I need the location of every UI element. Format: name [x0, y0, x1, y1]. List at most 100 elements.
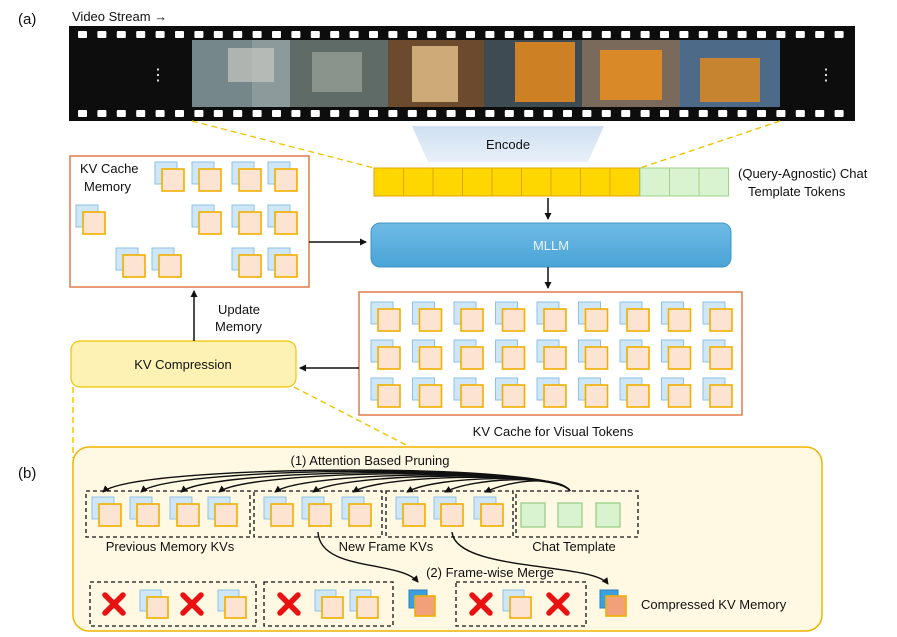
- sprocket-hole: [485, 31, 495, 38]
- sprocket-hole: [291, 31, 301, 38]
- kv-pair-icon: [217, 589, 247, 619]
- sprocket-hole: [640, 110, 650, 117]
- visual-token: [491, 167, 522, 197]
- template-token: [669, 167, 700, 197]
- kv-cache-memory-label: KV Cache: [80, 161, 139, 176]
- attention-arrows: [102, 469, 571, 493]
- kv-pair-icon: [207, 496, 238, 527]
- panel-b-kv-pairs: [91, 496, 504, 527]
- sprocket-hole: [446, 110, 456, 117]
- video-stream-label: Video Stream →: [72, 9, 167, 24]
- kv-pair-icon: [453, 301, 484, 332]
- x-mark-icon: [469, 592, 493, 616]
- compressed-frame-group: [455, 581, 587, 627]
- sprocket-hole: [116, 110, 126, 117]
- update-memory-label: Update: [218, 302, 260, 317]
- sprocket-hole: [698, 31, 708, 38]
- kv-pair-icon: [191, 161, 222, 192]
- chat-template-tokens: [520, 502, 621, 528]
- kv-pair-icon: [267, 204, 298, 235]
- sprocket-hole: [621, 31, 631, 38]
- kv-pair-icon: [267, 161, 298, 192]
- kv-pair-icon: [453, 377, 484, 408]
- sprocket-hole: [795, 110, 805, 117]
- sprocket-hole: [718, 110, 728, 117]
- kv-pair-icon: [702, 301, 733, 332]
- x-mark-icon: [180, 592, 204, 616]
- sprocket-hole: [388, 31, 398, 38]
- kv-pair-icon: [169, 496, 200, 527]
- sprocket-hole: [757, 110, 766, 117]
- sprocket-hole: [524, 110, 534, 117]
- chat-template-tokens-label: (Query-Agnostic) Chat: [738, 166, 868, 181]
- kv-pair-icon: [412, 301, 443, 332]
- sprocket-hole: [834, 110, 844, 117]
- attention-arrow: [484, 480, 571, 493]
- sprocket-hole: [136, 110, 146, 117]
- kv-pair-icon: [139, 589, 169, 619]
- visual-token: [580, 167, 611, 197]
- kv-pair-icon: [619, 301, 650, 332]
- mllm-block: [370, 222, 732, 268]
- sprocket-hole: [466, 31, 475, 38]
- sprocket-hole: [175, 31, 184, 38]
- kv-pair-icon: [370, 377, 401, 408]
- visual-token: [403, 167, 434, 197]
- kv-pair-icon: [536, 339, 567, 370]
- template-token: [595, 502, 621, 528]
- sprocket-hole: [407, 31, 417, 38]
- sprocket-hole: [78, 31, 87, 38]
- kv-pair-icon: [231, 247, 262, 278]
- sprocket-hole: [660, 31, 669, 38]
- sprocket-hole: [388, 110, 398, 117]
- sprocket-hole: [213, 31, 223, 38]
- sprocket-hole: [349, 110, 359, 117]
- sprocket-hole: [272, 110, 281, 117]
- kv-pair-icon: [341, 496, 372, 527]
- sprocket-hole: [155, 31, 165, 38]
- sprocket-hole: [116, 31, 126, 38]
- kv-pair-icon: [267, 247, 298, 278]
- kv-pair-icon: [129, 496, 160, 527]
- kv-pair-icon: [75, 204, 106, 235]
- kv-pair-icon: [495, 339, 526, 370]
- sprocket-hole: [213, 110, 223, 117]
- sprocket-hole: [349, 31, 359, 38]
- kv-cache-memory-label: Memory: [84, 179, 131, 194]
- visual-token: [550, 167, 581, 197]
- sprocket-hole: [601, 31, 611, 38]
- sprocket-hole: [679, 110, 689, 117]
- sprocket-hole: [252, 31, 262, 38]
- kv-pair-icon: [231, 204, 262, 235]
- kv-pair-icon: [231, 161, 262, 192]
- kv-pair-icon: [115, 247, 146, 278]
- merged-kv-icon: [408, 589, 436, 617]
- kv-pair-icon: [495, 301, 526, 332]
- sprocket-hole: [737, 110, 747, 117]
- token-row: [373, 167, 729, 197]
- merge-arrow: [451, 531, 609, 585]
- compressed-frame-group: [263, 581, 394, 627]
- kv-pair-icon: [314, 589, 344, 619]
- kv-pair-icon: [370, 339, 401, 370]
- kv-pair-icon: [412, 339, 443, 370]
- kv-pair-icon: [661, 301, 692, 332]
- sprocket-hole: [136, 31, 146, 38]
- pruning-label: (1) Attention Based Pruning: [291, 453, 450, 468]
- sprocket-hole: [310, 31, 320, 38]
- kv-pair-icon: [370, 301, 401, 332]
- previous-memory-label: Previous Memory KVs: [106, 539, 235, 554]
- sprocket-hole: [175, 110, 184, 117]
- kv-cache-memory-pairs: [75, 161, 298, 278]
- ellipsis-icon: ⋮: [150, 67, 166, 84]
- sprocket-hole: [97, 110, 107, 117]
- chat-template-tokens-label: Template Tokens: [748, 184, 846, 199]
- sprocket-hole: [718, 31, 728, 38]
- new-frame-label: New Frame KVs: [339, 539, 434, 554]
- panel-a-marker: (a): [18, 11, 36, 28]
- visual-token: [521, 167, 552, 197]
- sprocket-hole: [621, 110, 631, 117]
- kv-pair-icon: [412, 377, 443, 408]
- sprocket-hole: [834, 31, 844, 38]
- kv-pair-icon: [578, 301, 609, 332]
